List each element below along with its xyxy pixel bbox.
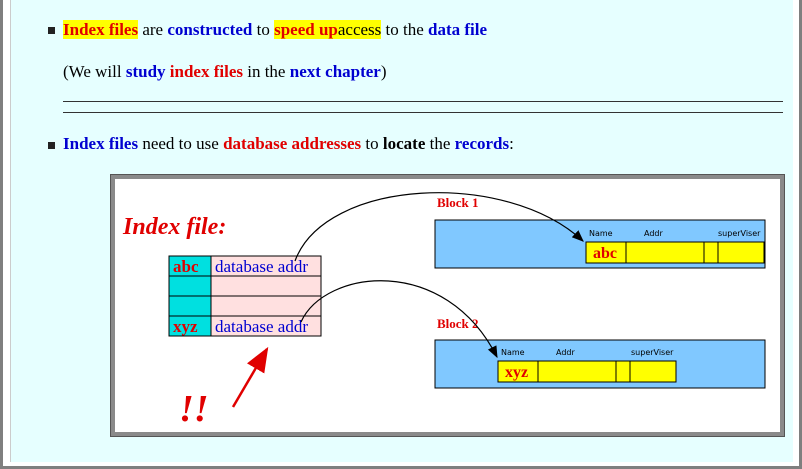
block-2: Name Addr superViser xyz	[434, 339, 766, 389]
row-value-3: database addr	[215, 317, 308, 336]
bullet-1-text: Index files are constructed to speed upa…	[63, 20, 488, 39]
row-value-1: database addr	[215, 257, 308, 276]
term-index-files: Index files	[63, 20, 139, 39]
pointer-arrow-abc	[294, 192, 584, 262]
row-key-xyz: xyz	[173, 317, 198, 336]
term-study: study	[125, 62, 166, 81]
term-records: records	[454, 134, 510, 153]
block-1-header-addr: Addr	[644, 229, 663, 238]
emphasis-arrow	[231, 346, 269, 408]
block-1-name-value: abc	[593, 245, 617, 262]
block-1: Name Addr superViser abc	[434, 219, 766, 269]
term-speed-up: speed up	[274, 20, 338, 39]
exclamation-marks: !!	[179, 388, 209, 430]
term-database-addresses: database addresses	[223, 134, 362, 153]
term-data-file: data file	[428, 20, 488, 39]
block-1-label: Block 1	[437, 195, 479, 210]
diagram-canvas: Index file: abc database addr xyz databa…	[122, 192, 766, 430]
term-constructed: constructed	[167, 20, 253, 39]
index-table: abc database addr xyz database addr	[168, 255, 322, 337]
divider-bottom	[63, 112, 783, 113]
term-access: access	[337, 20, 382, 39]
block-2-header-name: Name	[501, 348, 525, 357]
block-1-header-name: Name	[589, 229, 613, 238]
bullet-marker-1	[48, 27, 55, 34]
divider-top	[63, 101, 783, 102]
term-index-files-3: Index files	[63, 134, 139, 153]
term-index-files-2: index files	[169, 62, 243, 81]
pointer-arrow-xyz	[300, 280, 498, 359]
block-2-header-supervisor: superViser	[631, 348, 674, 357]
row-key-abc: abc	[173, 257, 199, 276]
block-2-name-value: xyz	[505, 364, 528, 381]
bullet-2-text: Index files need to use database address…	[63, 134, 514, 153]
index-file-title: Index file:	[122, 214, 226, 240]
term-locate: locate	[382, 134, 426, 153]
block-2-label: Block 2	[437, 316, 479, 331]
bullet-marker-2	[48, 142, 55, 149]
index-diagram: Index file: abc database addr xyz databa…	[110, 174, 785, 437]
block-2-header-addr: Addr	[556, 348, 575, 357]
note-text: (We will study index files in the next c…	[63, 62, 387, 81]
term-next-chapter: next chapter	[289, 62, 381, 81]
block-1-header-supervisor: superViser	[718, 229, 761, 238]
